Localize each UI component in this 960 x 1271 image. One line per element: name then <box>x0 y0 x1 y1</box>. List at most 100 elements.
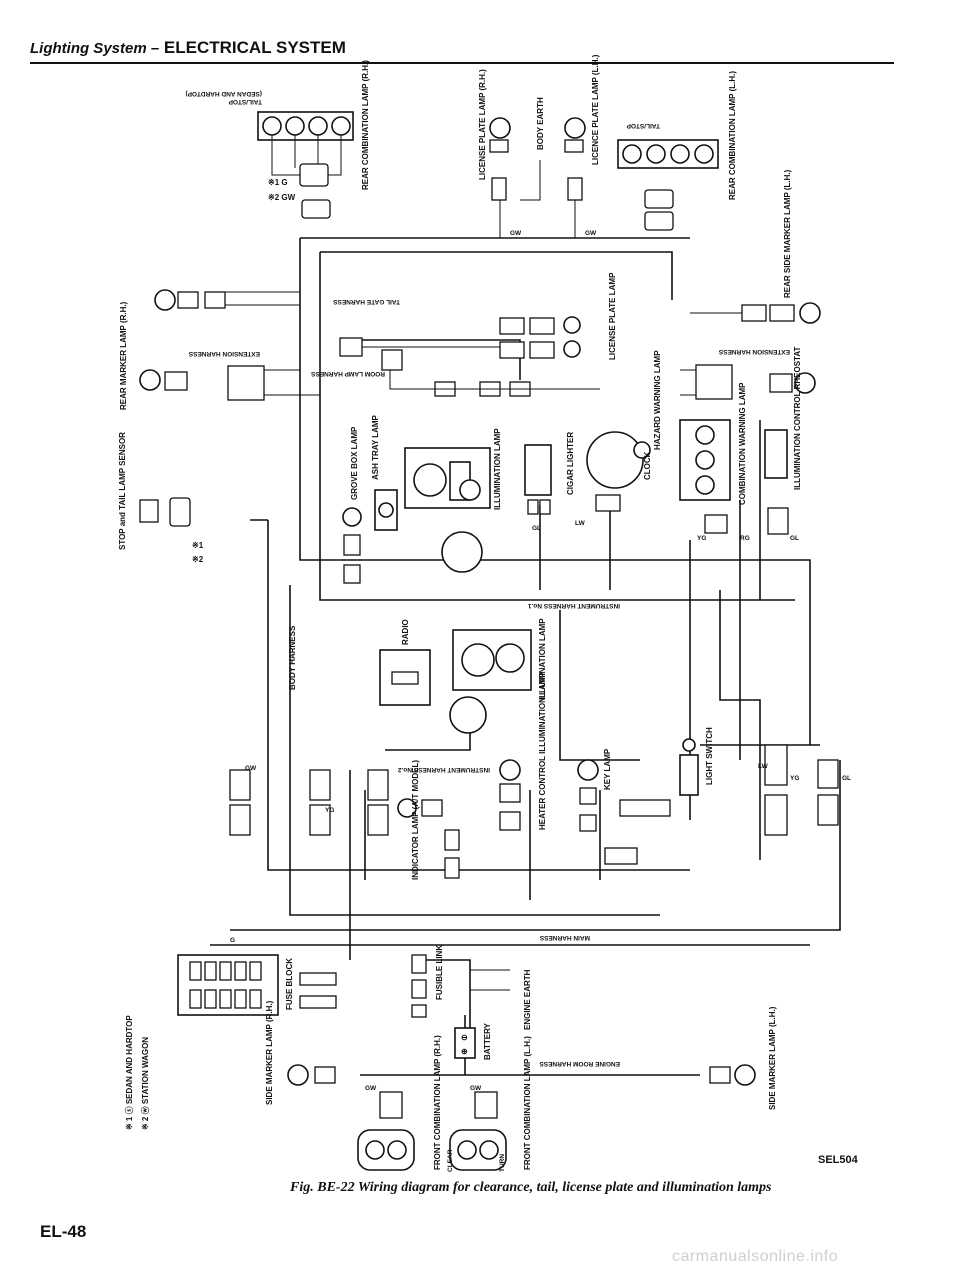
license-plate-lamp-rh <box>489 117 511 238</box>
label-radio-illumination: ILLUMINATION LAMP <box>538 618 547 700</box>
legend-mark-1-short: ※1 G <box>268 178 288 187</box>
wire-tag-gw-2: GW <box>585 230 597 237</box>
label-rear-marker-rh: REAR MARKER LAMP (R.H.) <box>119 301 128 410</box>
label-instrument-harness-1: INSTRUMENT HARNESS No.1 <box>528 602 620 609</box>
wire-tag-lw-1: LW <box>575 520 586 527</box>
label-extension-harness-right: EXTENSION HARNESS <box>718 348 790 355</box>
fusible-link <box>411 954 427 1018</box>
label-license-lh: LICENCE PLATE LAMP (L.H.) <box>591 54 600 165</box>
label-clear: CLEAR <box>447 1149 454 1172</box>
legend-mark-2: ※ 2 ⓦ STATION WAGON <box>140 1037 150 1130</box>
label-hazard: HAZARD WARNING LAMP <box>653 350 662 450</box>
label-front-comb-rh: FRONT COMBINATION LAMP (R.H.) <box>433 1035 442 1170</box>
label-cigar: CIGAR LIGHTER <box>566 432 575 495</box>
label-sedan-hardtop-rh: (SEDAN AND HARDTOP) <box>185 90 262 97</box>
rear-marker-lamp-rh <box>139 289 320 401</box>
rear-combination-lamp-rh <box>257 111 354 219</box>
label-body-harness: BODY HARNESS <box>288 625 297 690</box>
heater-control-illumination <box>499 759 521 831</box>
figure-caption: Fig. BE-22 Wiring diagram for clearance,… <box>290 1180 772 1195</box>
wire-tag-gl-2: GL <box>790 535 799 542</box>
front-combination-lamp-rh <box>357 1091 415 1171</box>
wire-tag-gw-5: GW <box>470 1085 482 1092</box>
illumination-control-rheostat <box>764 429 789 535</box>
cigar-lighter <box>524 444 552 515</box>
label-illumination: ILLUMINATION LAMP <box>493 428 502 510</box>
radio-unit <box>379 629 532 734</box>
label-stop-tail-sensor: STOP and TAIL LAMP SENSOR <box>118 432 127 550</box>
wire-tag-gw-3: GW <box>245 765 257 772</box>
label-light-switch: LIGHT SWITCH <box>705 727 714 785</box>
label-front-comb-lh: FRONT COMBINATION LAMP (L.H.) <box>523 1036 532 1170</box>
tail-gate-harness-block <box>339 316 600 397</box>
legend-mark-1-sensor: ※1 <box>192 541 204 550</box>
label-combination-warning: COMBINATION WARNING LAMP <box>738 382 747 505</box>
section-label: Lighting System – <box>30 40 160 57</box>
label-rear-side-marker-lh: REAR SIDE MARKER LAMP (L.H.) <box>783 169 792 298</box>
label-engine-earth: ENGINE EARTH <box>523 969 532 1030</box>
illumination-lamp-cluster <box>404 447 491 573</box>
combination-warning-lamp <box>679 419 731 534</box>
wire-tag-yg-1: YG <box>697 535 706 542</box>
connector-stack-left <box>229 769 389 836</box>
wire-tag-yg-3: YG <box>790 775 799 782</box>
side-marker-lamp-rh <box>287 1064 336 1086</box>
license-plate-lamp-lh <box>564 117 586 238</box>
front-combination-lamp-lh <box>449 1091 507 1171</box>
clock <box>586 431 651 512</box>
rear-side-marker-lamp-lh <box>680 302 821 400</box>
label-indicator: INDICATOR LAMP (A/T MODEL) <box>411 760 420 880</box>
label-main-harness: MAIN HARNESS <box>539 934 590 941</box>
label-tail-stop-lh: TAIL/STOP <box>626 122 660 129</box>
label-side-marker-rh: SIDE MARKER LAMP (R.H.) <box>265 1000 274 1105</box>
label-turn: TURN <box>499 1154 506 1172</box>
header-rule <box>30 62 894 64</box>
wire-tag-gw-4: GW <box>365 1085 377 1092</box>
wire-tag-gw-1: GW <box>510 230 522 237</box>
fuse-block <box>177 954 337 1016</box>
engine-earth-wires <box>470 969 510 991</box>
legend-mark-2-short: ※2 GW <box>268 193 296 202</box>
label-extension-harness-left: EXTENSION HARNESS <box>188 350 260 357</box>
stop-tail-lamp-sensor <box>139 497 191 527</box>
side-marker-lamp-lh <box>709 1064 756 1086</box>
label-license-plate: LICENSE PLATE LAMP <box>608 272 617 360</box>
label-battery: BATTERY <box>483 1022 492 1060</box>
footer-watermark: carmanualsonline.info <box>672 1248 839 1265</box>
diagram-code: SEL504 <box>818 1154 858 1166</box>
svg-text:⊕: ⊕ <box>461 1047 468 1056</box>
connector-stack-right <box>764 744 839 836</box>
label-rear-combination-lh: REAR COMBINATION LAMP (L.H.) <box>728 71 737 200</box>
key-lamp <box>577 759 599 832</box>
label-illumination-rheostat: ILLUMINATION CONTROL RHEOSTAT <box>793 346 802 490</box>
glove-box-lamp <box>342 507 362 584</box>
wire-color-tags: GW GW GL LW YG RG GL GW YG LW YG GL G GW… <box>230 230 851 1092</box>
ash-tray-lamp <box>374 489 398 531</box>
page-header: Lighting System – ELECTRICAL SYSTEM <box>30 38 346 58</box>
wire-tag-yg-2: YG <box>325 807 334 814</box>
legend-mark-2-sensor: ※2 <box>192 555 204 564</box>
label-ash-tray: ASH TRAY LAMP <box>371 414 380 480</box>
label-side-marker-lh: SIDE MARKER LAMP (L.H.) <box>768 1006 777 1110</box>
page-number: EL-48 <box>40 1222 87 1241</box>
wire-tag-g-1: G <box>230 937 235 944</box>
label-license-rh: LICENSE PLATE LAMP (R.H.) <box>478 69 487 180</box>
label-glove-box: GROVE BOX LAMP <box>350 426 359 500</box>
label-instrument-harness-2: INSTRUMENT HARNESS No.2 <box>398 766 490 773</box>
wire-tag-rg-1: RG <box>740 535 750 542</box>
body-earth-wire <box>520 160 541 201</box>
label-engine-room-harness: ENGINE ROOM HARNESS <box>539 1060 620 1067</box>
label-tail-stop-rh: TAIL/STOP <box>228 98 262 105</box>
indicator-lamp <box>397 798 460 879</box>
legend-mark-1: ※ 1 ⓢ SEDAN AND HARDTOP <box>124 1015 134 1130</box>
label-rear-combination-rh: REAR COMBINATION LAMP (R.H.) <box>361 60 370 190</box>
wire-tag-gl-3: GL <box>842 775 851 782</box>
label-radio: RADIO <box>401 619 410 645</box>
label-body-earth: BODY EARTH <box>536 97 545 150</box>
label-clock: CLOCK <box>643 451 652 480</box>
label-room-lamp-harness: ROOM LAMP HARNESS <box>310 370 385 377</box>
rear-combination-lamp-lh <box>617 139 719 231</box>
light-switch <box>604 738 699 865</box>
bus-wires <box>210 237 841 1076</box>
